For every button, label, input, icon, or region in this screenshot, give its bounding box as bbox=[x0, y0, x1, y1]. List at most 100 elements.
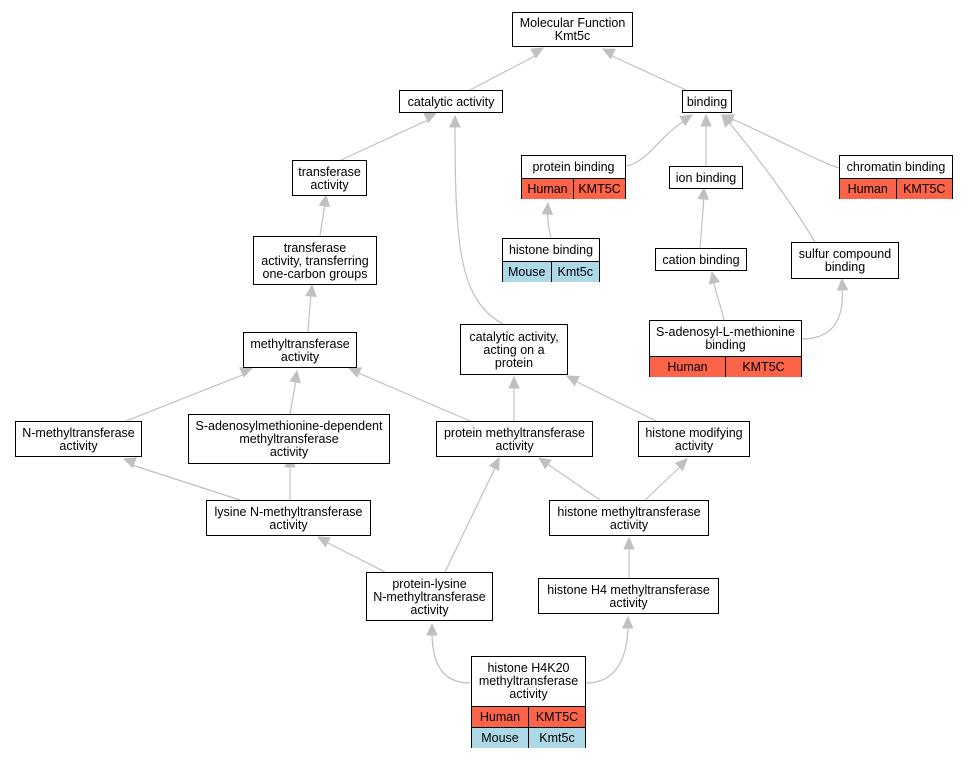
edge bbox=[726, 119, 816, 243]
gene-cell: Kmt5c bbox=[528, 728, 585, 748]
gene-cell: KMT5C bbox=[528, 707, 585, 727]
node-cation-binding[interactable]: cation binding bbox=[655, 248, 747, 271]
node-methyltransferase[interactable]: methyltransferase activity bbox=[243, 332, 357, 368]
edge bbox=[469, 55, 536, 91]
edge-arrowhead bbox=[541, 201, 554, 215]
edge bbox=[325, 541, 386, 573]
node-label: methyltransferase activity bbox=[250, 336, 350, 364]
gene-cell: KMT5C bbox=[895, 179, 952, 199]
edge-arrowhead bbox=[674, 458, 688, 472]
node-label: transferase activity bbox=[298, 164, 361, 192]
node-label: N-methyltransferase activity bbox=[22, 425, 135, 453]
edge bbox=[729, 117, 840, 169]
edge-arrowhead bbox=[601, 48, 616, 60]
node-label: histone binding bbox=[508, 242, 594, 257]
species-cell: Mouse bbox=[472, 728, 528, 748]
edge bbox=[131, 464, 241, 501]
edge bbox=[125, 373, 246, 422]
node-label: protein-lysine N-methyltransferase activ… bbox=[373, 576, 486, 617]
node-binding[interactable]: binding bbox=[682, 90, 732, 113]
species-cell: Mouse bbox=[503, 262, 551, 282]
node-n-methyltransferase[interactable]: N-methyltransferase activity bbox=[15, 421, 142, 457]
edge bbox=[626, 119, 687, 167]
edge bbox=[289, 379, 297, 415]
node-h4k20[interactable]: histone H4K20 methyltransferase activity… bbox=[471, 656, 586, 748]
node-label: catalytic activity bbox=[407, 94, 495, 109]
node-histone-modifying[interactable]: histone modifying activity bbox=[638, 421, 750, 457]
gene-cell: KMT5C bbox=[725, 357, 801, 377]
node-label: lysine N-methyltransferase activity bbox=[214, 504, 363, 532]
edge bbox=[355, 371, 471, 422]
edge-arrowhead bbox=[122, 457, 137, 469]
edge-arrowhead bbox=[700, 113, 712, 127]
species-cell: Human bbox=[650, 357, 725, 377]
edge-arrowhead bbox=[623, 536, 635, 550]
edge bbox=[444, 465, 497, 573]
node-label: binding bbox=[686, 94, 728, 109]
edge bbox=[340, 119, 429, 161]
node-sulfur-binding[interactable]: sulfur compound binding bbox=[791, 242, 899, 279]
node-transferase[interactable]: transferase activity bbox=[292, 160, 367, 196]
edge-arrowhead bbox=[305, 283, 317, 297]
node-label: sulfur compound binding bbox=[798, 247, 892, 274]
edge-arrowhead bbox=[836, 277, 849, 291]
node-label: cation binding bbox=[662, 252, 740, 267]
node-label: S-adenosyl-L-methionine binding bbox=[656, 324, 795, 352]
node-catalytic-protein[interactable]: catalytic activity, acting on a protein bbox=[460, 324, 568, 375]
node-protein-lysine[interactable]: protein-lysine N-methyltransferase activ… bbox=[366, 572, 493, 621]
node-transferase-onec[interactable]: transferase activity, transferring one-c… bbox=[253, 236, 377, 285]
edge-arrowhead bbox=[621, 615, 634, 629]
edge bbox=[801, 286, 843, 340]
node-lysine-n[interactable]: lysine N-methyltransferase activity bbox=[206, 500, 371, 536]
node-ion-binding[interactable]: ion binding bbox=[669, 166, 743, 189]
gene-cell: KMT5C bbox=[573, 179, 625, 199]
node-label: transferase activity, transferring one-c… bbox=[261, 240, 369, 281]
node-label: protein methyltransferase activity bbox=[443, 425, 586, 453]
node-label: histone H4 methyltransferase activity bbox=[547, 582, 710, 610]
edge bbox=[699, 195, 705, 249]
node-label: chromatin binding bbox=[846, 159, 946, 174]
node-protein-methyltransferase[interactable]: protein methyltransferase activity bbox=[436, 421, 593, 457]
node-h4-methyltransferase[interactable]: histone H4 methyltransferase activity bbox=[538, 578, 719, 614]
edge-arrowhead bbox=[488, 456, 500, 471]
edge bbox=[454, 125, 504, 325]
species-cell: Human bbox=[472, 707, 528, 727]
node-label: catalytic activity, acting on a protein bbox=[469, 329, 559, 370]
edge-arrowhead bbox=[708, 270, 721, 285]
edge bbox=[585, 626, 629, 684]
node-mf[interactable]: Molecular Function Kmt5c bbox=[512, 12, 633, 47]
edge bbox=[545, 462, 601, 501]
edge bbox=[611, 55, 687, 91]
node-catalytic[interactable]: catalytic activity bbox=[399, 90, 503, 113]
node-label: ion binding bbox=[675, 170, 737, 185]
node-sam-dependent[interactable]: S-adenosylmethionine-dependent methyltra… bbox=[188, 414, 390, 464]
node-label: Molecular Function Kmt5c bbox=[519, 16, 626, 43]
edge-arrowhead bbox=[426, 622, 438, 636]
node-label: protein binding bbox=[532, 159, 615, 174]
node-label: histone H4K20 methyltransferase activity bbox=[478, 661, 579, 701]
node-label: histone methyltransferase activity bbox=[557, 504, 701, 532]
edge-arrowhead bbox=[449, 114, 461, 128]
edge bbox=[319, 202, 326, 237]
edge-arrowhead bbox=[508, 375, 520, 389]
edge-arrowhead bbox=[530, 47, 545, 59]
edge-arrowhead bbox=[423, 112, 438, 124]
edge-arrowhead bbox=[697, 186, 709, 200]
edge bbox=[307, 292, 312, 333]
edge-arrowhead bbox=[565, 375, 580, 387]
edge-arrowhead bbox=[538, 457, 552, 470]
node-label: histone modifying activity bbox=[645, 425, 743, 453]
edge bbox=[712, 279, 725, 321]
node-histone-methyltransferase[interactable]: histone methyltransferase activity bbox=[549, 500, 709, 536]
node-label: S-adenosylmethionine-dependent methyltra… bbox=[195, 419, 383, 459]
